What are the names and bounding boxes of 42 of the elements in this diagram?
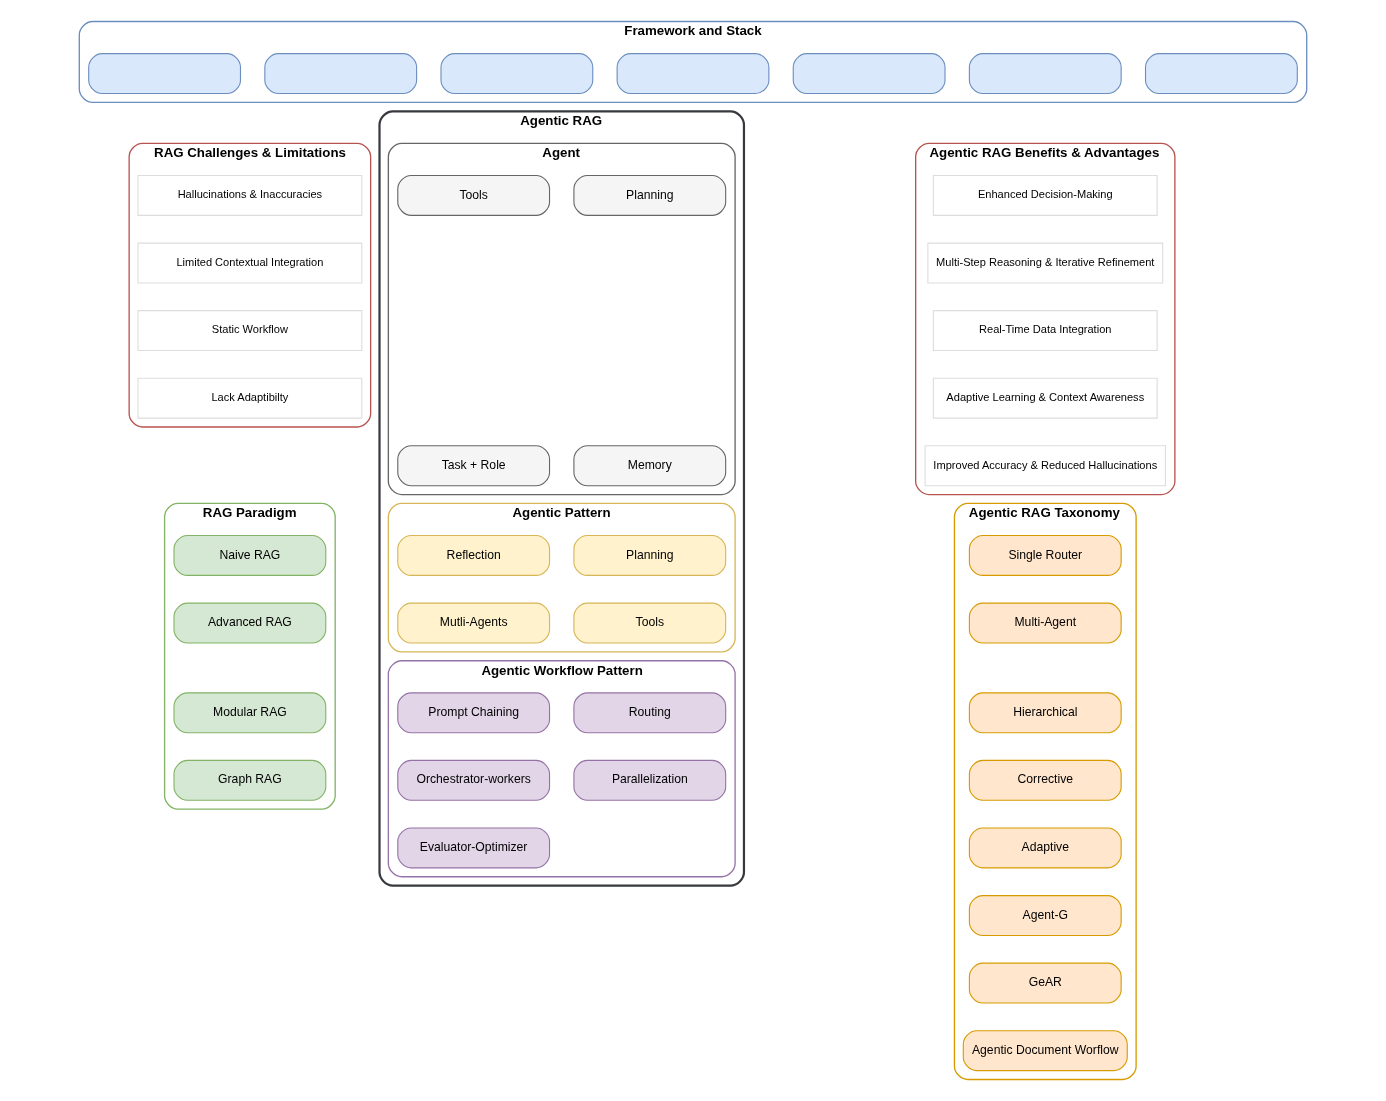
node-box: Modular RAG: [173, 692, 327, 734]
node-box: Multi-Step Reasoning & Iterative Refinement: [927, 242, 1164, 284]
node-box: [440, 53, 594, 95]
node-box: Prompt Chaining: [397, 692, 551, 734]
node-box: Tools: [397, 174, 551, 216]
node-box: Planning: [573, 174, 727, 216]
node-box: Routing: [573, 692, 727, 734]
node-box: Naive RAG: [173, 535, 327, 576]
node-box: Agent-G: [968, 895, 1122, 936]
node-box: Lack Adaptibilty: [137, 377, 363, 419]
node-box: Limited Contextual Integration: [137, 242, 363, 284]
node-box: Task + Role: [397, 445, 551, 487]
node-box: [616, 53, 770, 95]
node-box: Planning: [573, 535, 727, 576]
node-box: Parallelization: [573, 759, 727, 801]
node-box: [968, 53, 1122, 95]
node-box: [792, 53, 946, 95]
node-box: Adaptive: [968, 827, 1122, 869]
node-box: Evaluator-Optimizer: [397, 827, 551, 869]
node-box: [264, 53, 418, 95]
node-box: Tools: [573, 602, 727, 644]
node-box: Enhanced Decision-Making: [932, 174, 1158, 216]
node-box: GeAR: [968, 962, 1122, 1004]
node-box: Improved Accuracy & Reduced Hallucinations: [924, 445, 1167, 487]
node-box: Graph RAG: [173, 759, 327, 801]
node-box: [88, 53, 242, 95]
node-box: Corrective: [968, 759, 1122, 801]
node-box: Adaptive Learning & Context Awareness: [932, 377, 1158, 419]
node-box: Hierarchical: [968, 692, 1122, 734]
node-box: [1144, 53, 1298, 95]
node-box: Hallucinations & Inaccuracies: [137, 174, 363, 216]
node-box: Agentic Document Worflow: [962, 1030, 1128, 1072]
node-box: Single Router: [968, 535, 1122, 576]
node-box: Static Workflow: [137, 310, 363, 352]
node-box: Real-Time Data Integration: [932, 310, 1158, 352]
node-box: Advanced RAG: [173, 602, 327, 644]
node-box: Memory: [573, 445, 727, 487]
node-box: Orchestrator-workers: [397, 759, 551, 801]
node-box: Multi-Agent: [968, 602, 1122, 644]
node-box: Mutli-Agents: [397, 602, 551, 644]
cluster: Framework and Stack: [78, 20, 1308, 104]
node-box: Reflection: [397, 535, 551, 576]
